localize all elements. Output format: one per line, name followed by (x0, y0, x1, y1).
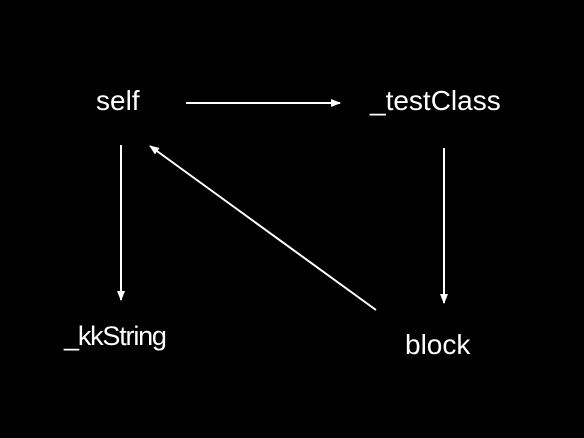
node-kk-string: _kkString (63, 321, 166, 351)
edge-block-to-self (149, 145, 377, 311)
node-block: block (405, 329, 471, 360)
node-self: self (96, 85, 140, 116)
node-test-class: _testClass (369, 85, 501, 116)
